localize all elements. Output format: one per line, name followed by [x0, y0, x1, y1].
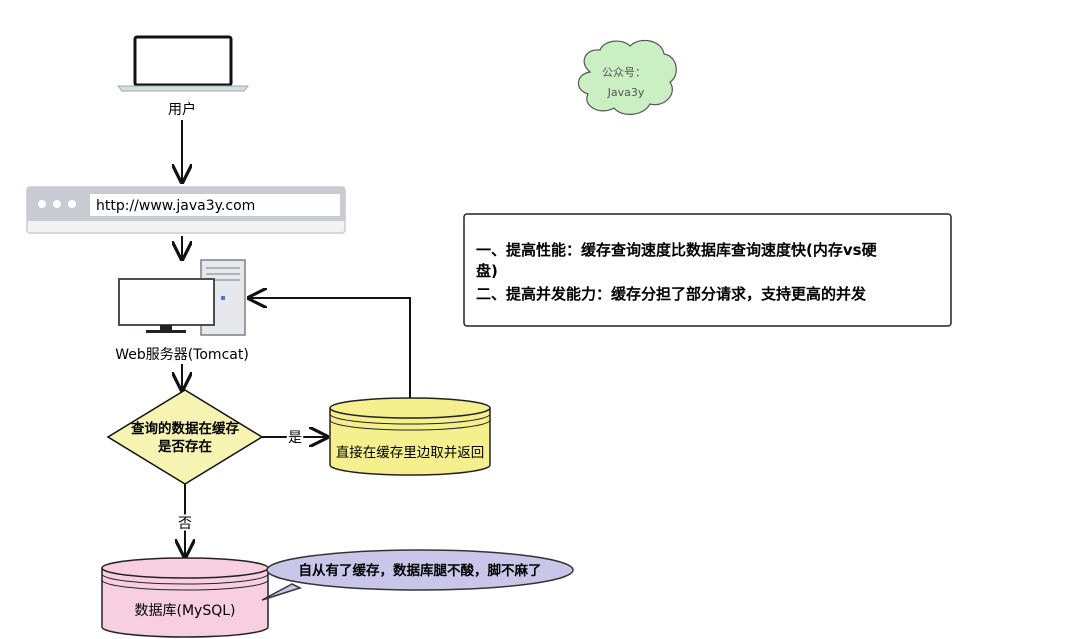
watermark-line-1: 公众号：: [602, 66, 646, 79]
speech-bubble: [261, 549, 574, 601]
watermark-cloud: [577, 39, 677, 115]
browser-url: http://www.java3y.com: [96, 198, 255, 214]
window-dot-icon: [68, 200, 76, 208]
server-label: Web服务器(Tomcat): [115, 347, 249, 363]
server-icon: [118, 259, 246, 336]
speech-bubble-text: 自从有了缓存，数据库腿不酸，脚不麻了: [299, 562, 542, 579]
note-line-2: 盘): [476, 262, 498, 280]
arrow-cache-return: [249, 298, 411, 398]
window-dot-icon: [38, 200, 46, 208]
database-label: 数据库(MySQL): [135, 603, 236, 619]
note-line-1: 一、提高性能：缓存查询速度比数据库查询速度快(内存vs硬: [476, 241, 878, 259]
decision-line-2: 是否存在: [158, 438, 212, 455]
note-box: [463, 213, 952, 327]
laptop-icon: [116, 35, 250, 92]
no-label: 否: [178, 516, 192, 532]
user-label: 用户: [168, 101, 196, 118]
cache-label: 直接在缓存里边取并返回: [336, 444, 485, 461]
watermark-line-2: Java3y: [607, 86, 645, 99]
yes-label: 是: [288, 430, 302, 446]
note-line-3: 二、提高并发能力：缓存分担了部分请求，支持更高的并发: [476, 285, 867, 303]
decision-diamond: [106, 389, 264, 485]
browser-bar: [26, 186, 346, 234]
cache-cylinder: [329, 397, 491, 476]
decision-line-1: 查询的数据在缓存: [131, 420, 239, 437]
database-cylinder: [101, 557, 269, 638]
window-dot-icon: [53, 200, 61, 208]
